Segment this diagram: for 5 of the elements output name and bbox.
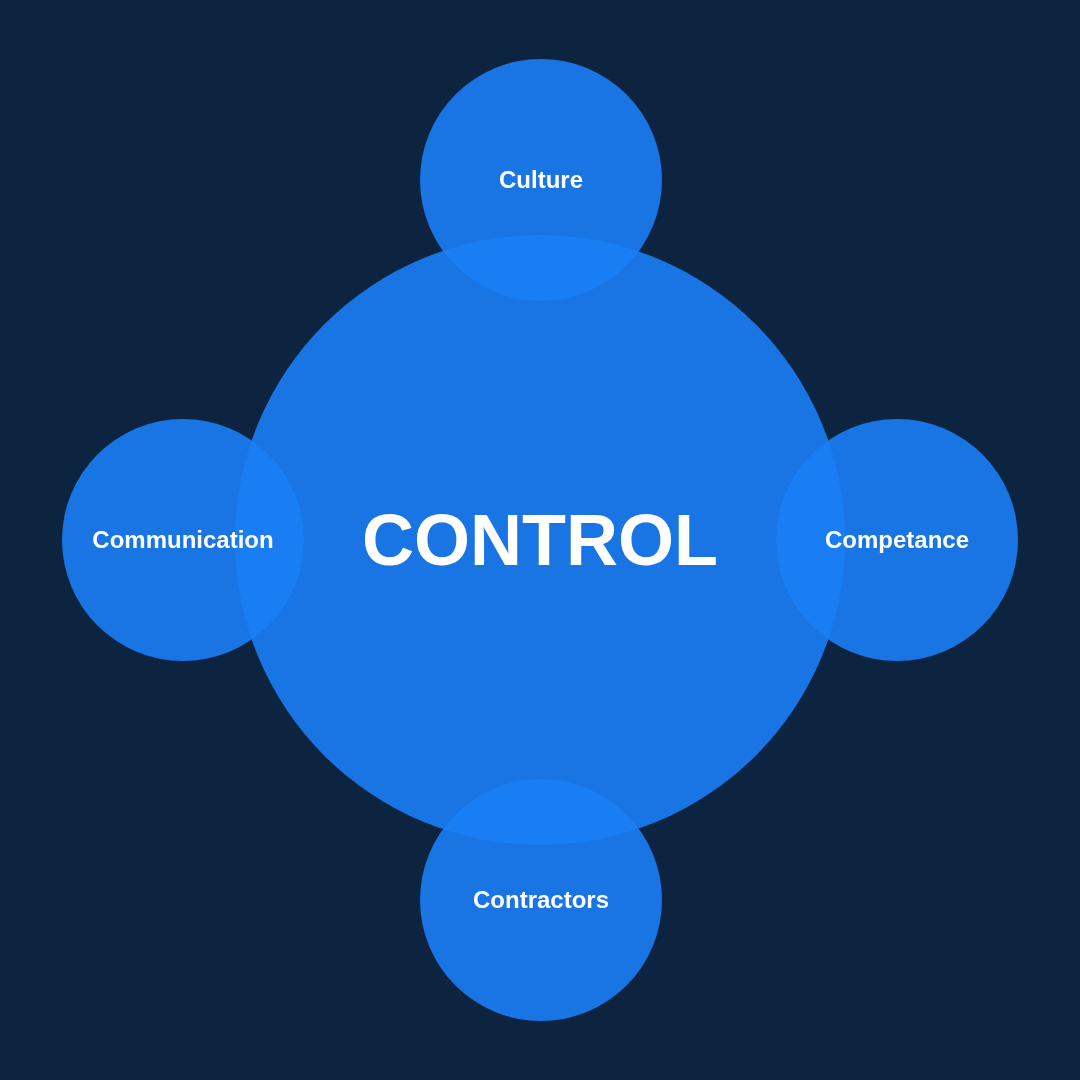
circle-label: Competance bbox=[824, 526, 969, 554]
circle-label: Culture bbox=[499, 166, 583, 194]
circle-label: Communication bbox=[92, 526, 274, 554]
circle-label: CONTROL bbox=[362, 499, 718, 581]
circle-label: Contractors bbox=[473, 886, 609, 914]
